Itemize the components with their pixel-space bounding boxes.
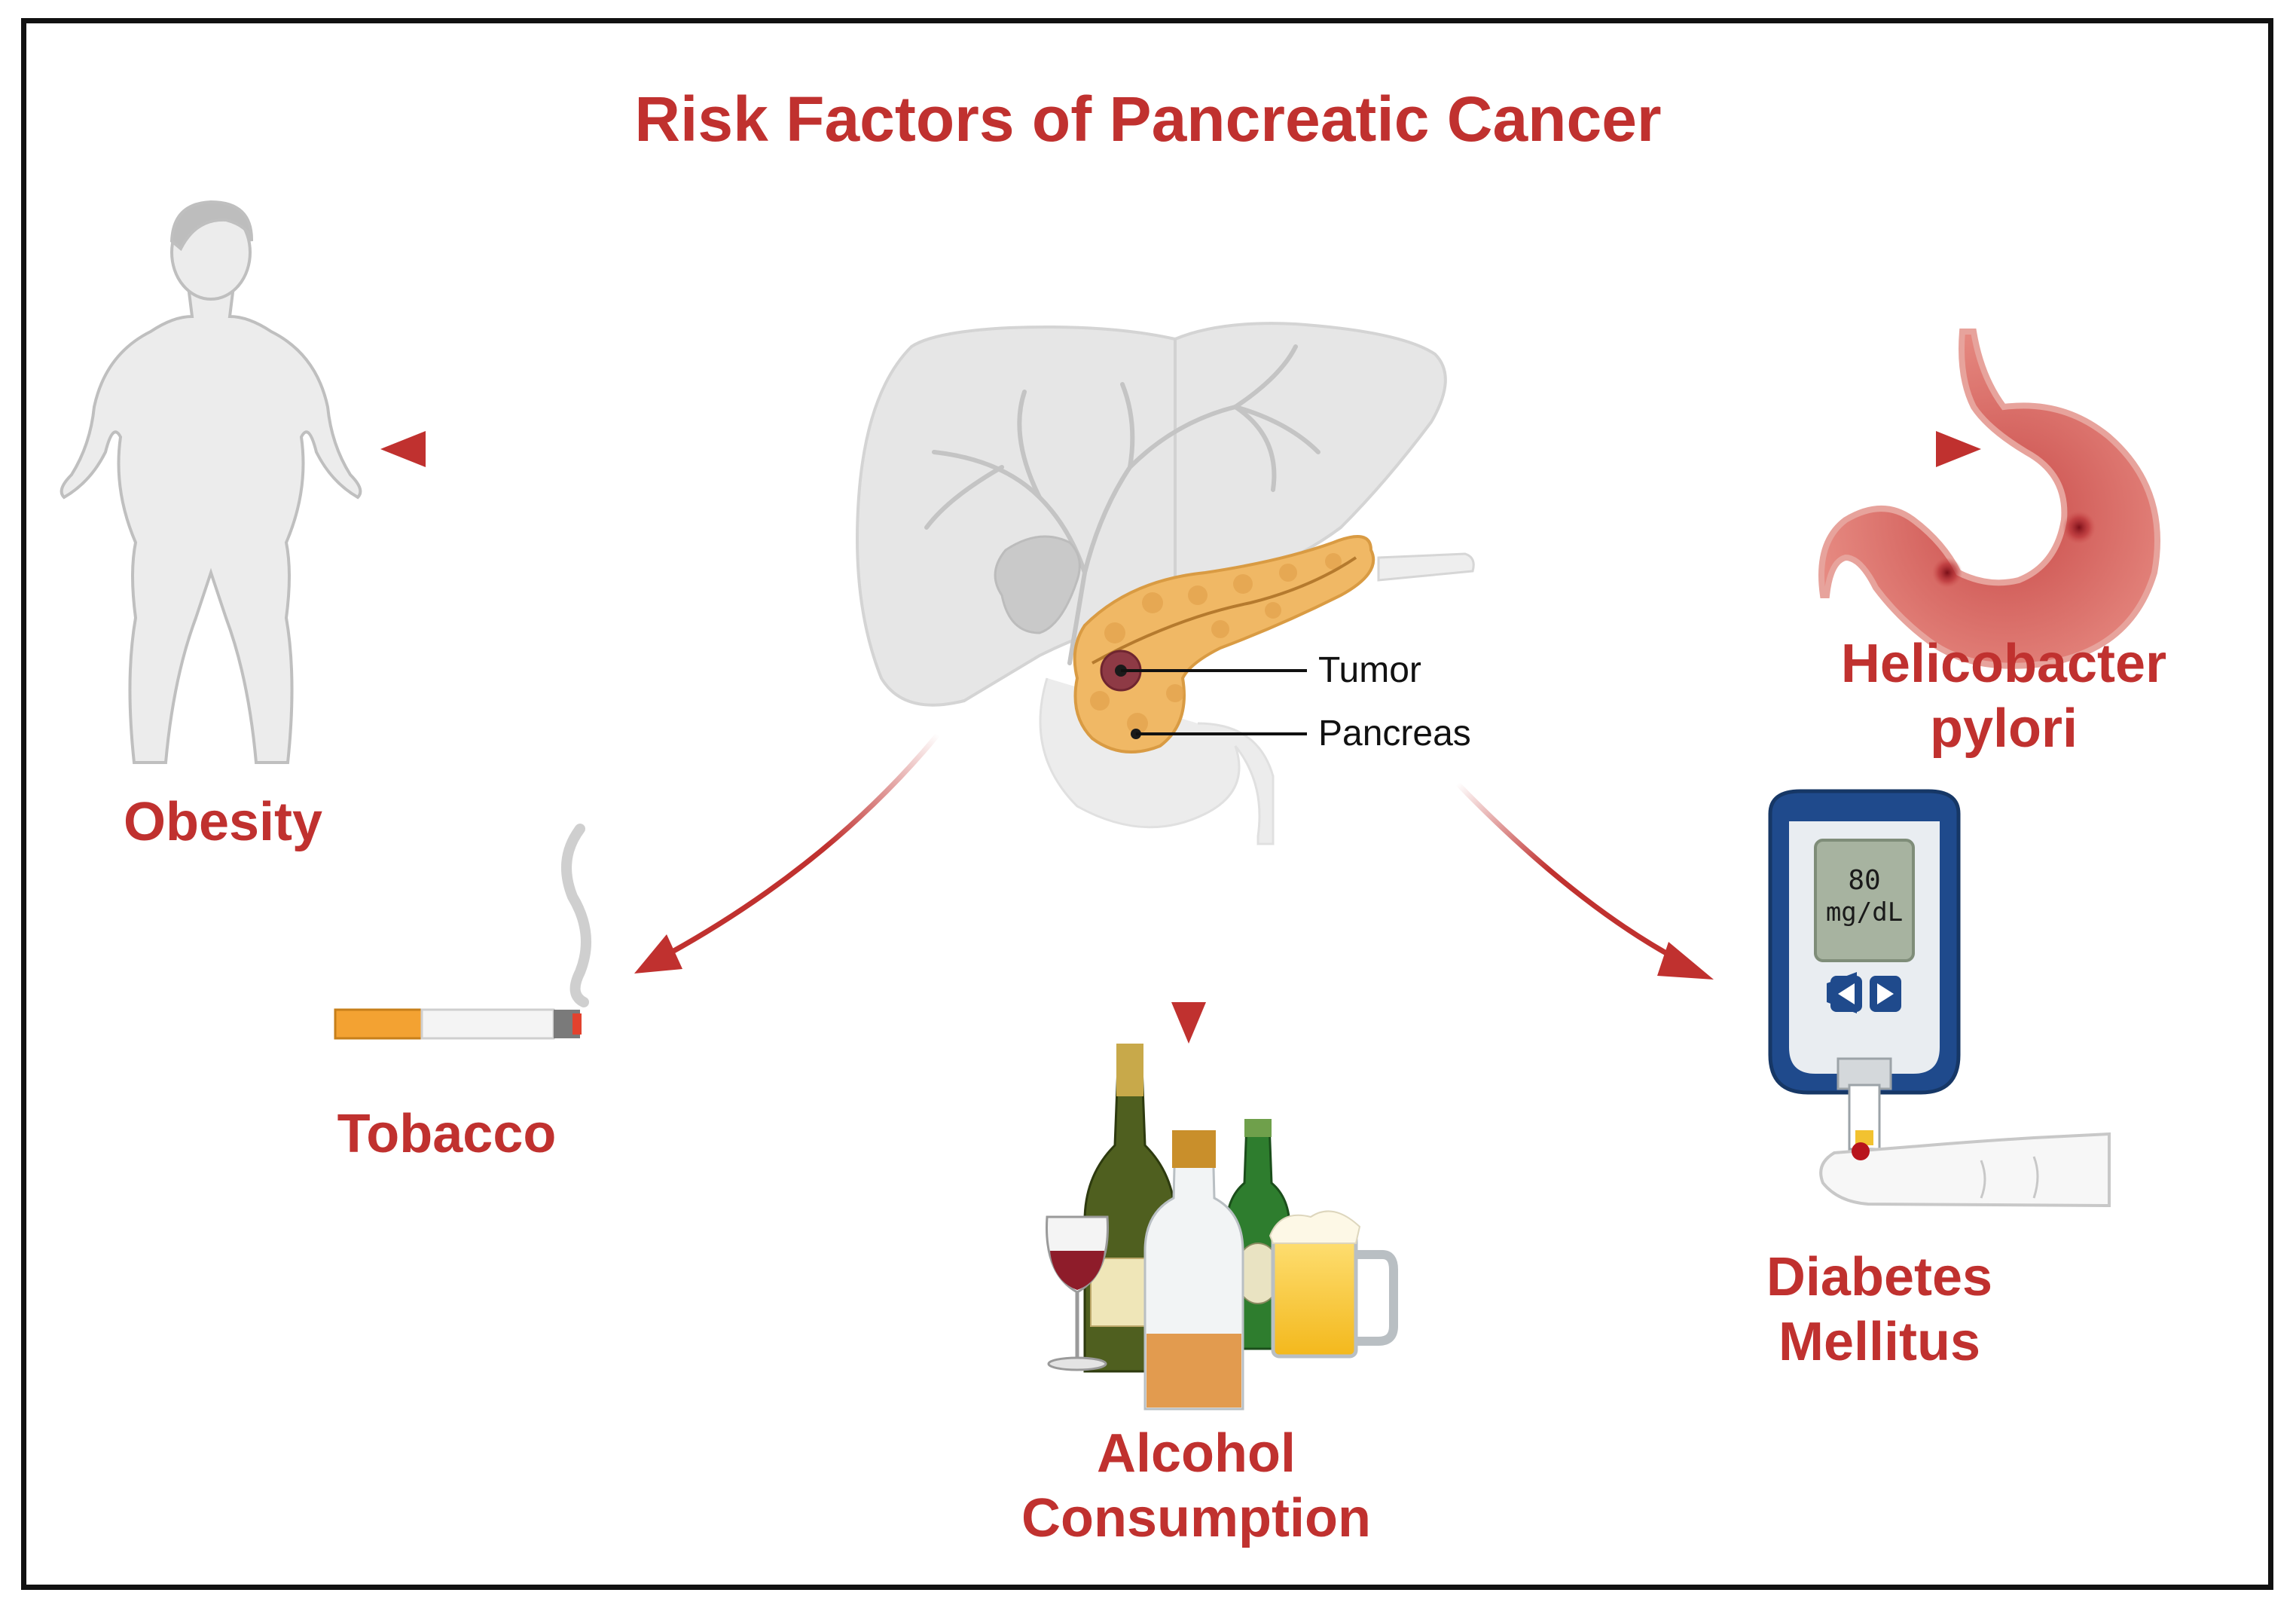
alcohol-bottles-icon <box>1046 1044 1398 1411</box>
meter-unit: mg/dL <box>1826 897 1903 928</box>
arrow-to-helicobacter <box>1522 431 1981 467</box>
cigarette-icon <box>334 824 591 1040</box>
arrow-to-tobacco <box>634 732 940 974</box>
stomach-icon <box>1818 329 2160 669</box>
arrow-to-obesity <box>380 431 847 467</box>
label-tobacco: Tobacco <box>296 1102 597 1166</box>
arrow-to-alcohol <box>1171 810 1206 1044</box>
liver-pancreas-illustration <box>856 322 1475 845</box>
label-tobacco-line-1: Tobacco <box>337 1104 557 1164</box>
label-obesity: Obesity <box>72 790 374 854</box>
arrow-to-diabetes <box>1455 781 1714 980</box>
label-diabetes-line-2: Mellitus <box>1778 1312 1981 1373</box>
label-diabetes-line-1: Diabetes <box>1766 1247 1993 1307</box>
obese-figure-icon <box>60 200 362 764</box>
label-alcohol-line-2: Consumption <box>1021 1488 1371 1549</box>
diagram-title: Risk Factors of Pancreatic Cancer <box>634 84 1662 154</box>
label-obesity-line-1: Obesity <box>123 792 323 852</box>
pancreas-label: Pancreas <box>1318 714 1471 753</box>
tumor-label: Tumor <box>1318 650 1421 690</box>
meter-value: 80 <box>1848 865 1880 896</box>
label-alcohol-line-1: Alcohol <box>1097 1423 1296 1484</box>
label-helicobacter-line-1: Helicobacter <box>1840 634 2167 694</box>
label-helicobacter-line-2: pylori <box>1929 698 2078 760</box>
glucose-meter-icon: 80 mg/dL <box>1768 789 2111 1208</box>
